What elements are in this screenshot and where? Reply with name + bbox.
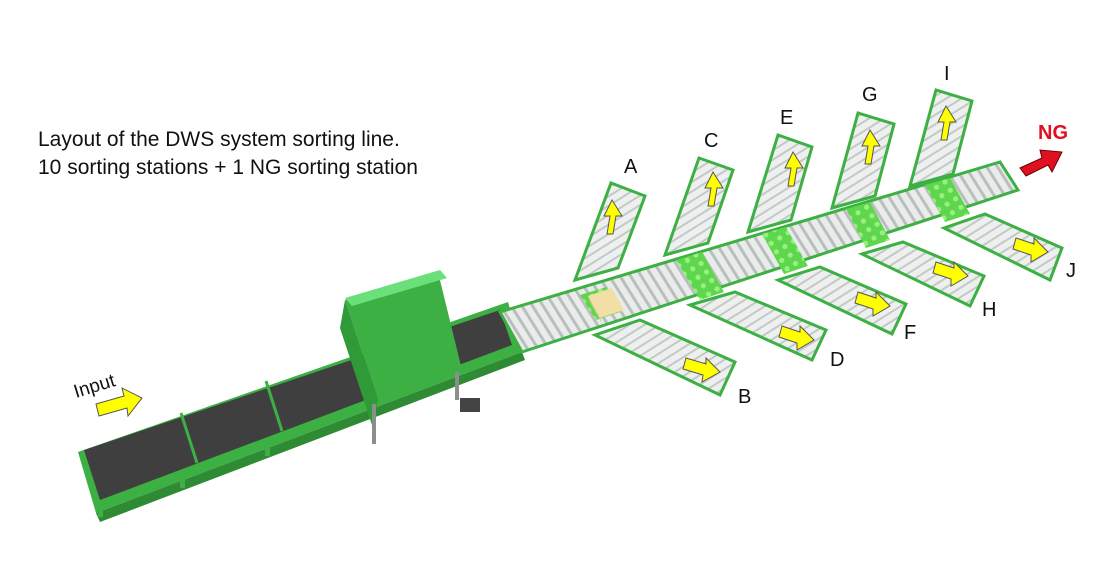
arrow-up-icon [937,104,957,141]
station-label-f: F [904,322,916,344]
input-label: Input [71,370,118,403]
chute-e [745,133,814,235]
arrow-right-icon [854,290,891,317]
chute-b [591,318,737,398]
caption-line-2: 10 sorting stations + 1 NG sorting stati… [38,156,418,179]
arrow-right-icon [682,356,721,383]
diagram-caption: Layout of the DWS system sorting line. 1… [38,126,418,182]
station-label-e: E [780,107,793,129]
bottom-sorting-chutes [591,212,1064,398]
station-label-b: B [738,386,751,408]
chute-h [857,240,987,309]
chute-d [685,290,829,362]
station-label-i: I [944,63,950,85]
arrow-up-icon [704,170,724,207]
station-label-c: C [704,130,718,152]
dws-scanner-hood [340,270,480,444]
arrow-right-icon [1012,236,1049,263]
caption-line-1: Layout of the DWS system sorting line. [38,128,400,151]
arrow-up-icon [603,198,623,235]
input-arrow-icon [95,387,143,418]
arrow-up-icon [861,128,881,165]
chute-c [662,156,735,258]
station-label-j: J [1066,260,1076,282]
chute-j [940,212,1064,283]
arrow-right-icon [778,324,815,351]
ng-label: NG [1038,122,1068,144]
parcel-box [588,288,624,324]
station-label-g: G [862,84,878,106]
top-chute-arrows [603,104,957,235]
arrow-up-icon [784,150,804,187]
input-belt-conveyor [78,302,525,522]
station-label-a: A [624,156,638,178]
bottom-chute-arrows [682,236,1049,383]
station-label-d: D [830,349,844,371]
chute-g [829,111,896,211]
arrow-right-icon [932,260,969,287]
chute-f [773,265,909,337]
station-label-h: H [982,299,996,321]
ng-arrow-icon [1019,149,1063,177]
